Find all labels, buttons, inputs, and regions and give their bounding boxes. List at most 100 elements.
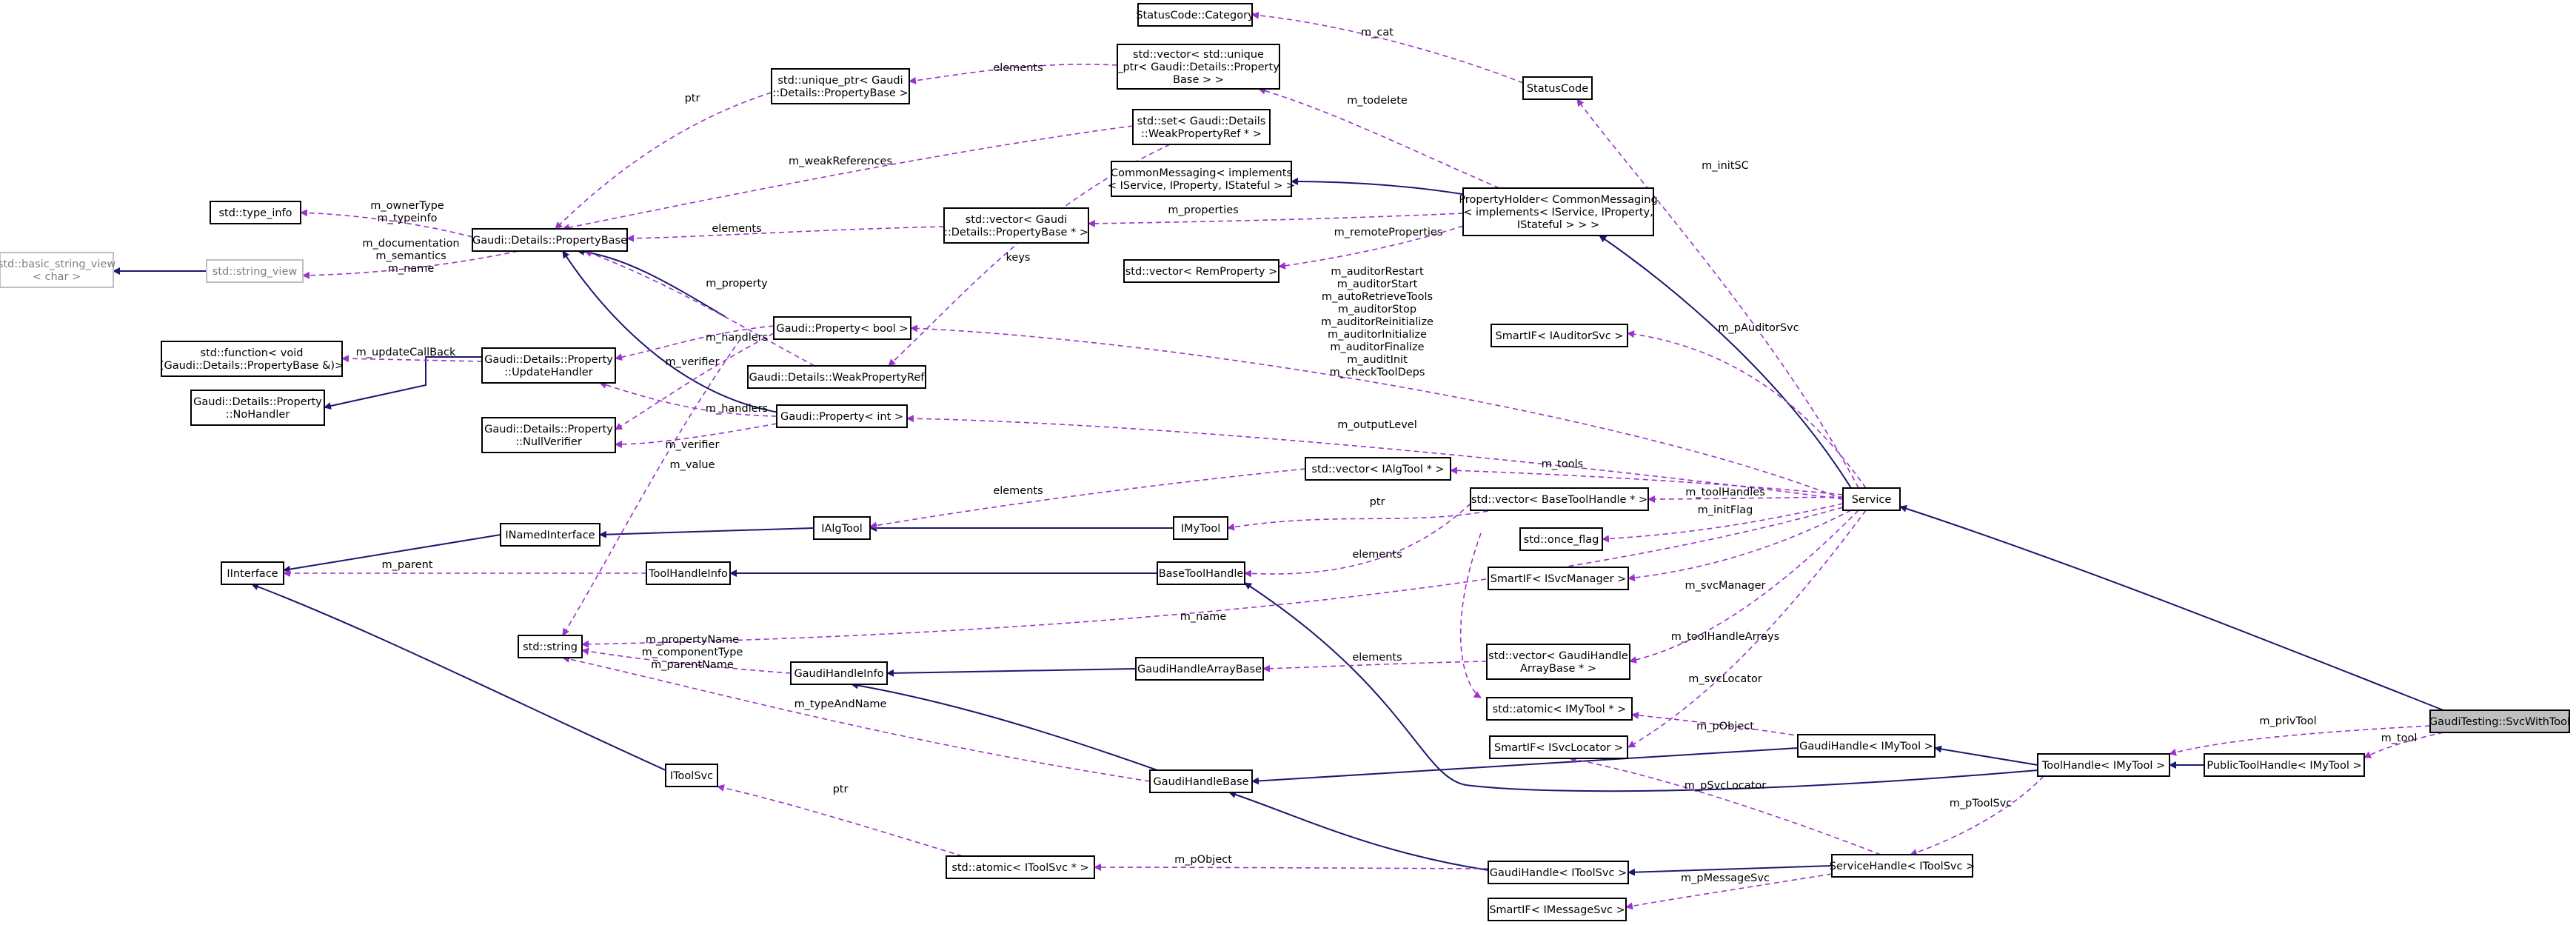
node-ialgtool[interactable]: IAlgTool [813,516,871,540]
inheritance-edge [283,534,501,573]
node-smartif-messagesvc[interactable]: SmartIF< IMessageSvc > [1488,898,1627,921]
node-once-flag[interactable]: std::once_flag [1519,527,1603,551]
node-label: Service [1852,494,1892,506]
node-box [1488,898,1627,921]
node-atomic-itoolsvc[interactable]: std::atomic< IToolSvc * > [946,855,1095,879]
node-vector-basetoolhandle[interactable]: std::vector< BaseToolHandle * > [1470,487,1649,511]
edge-label-m-propertyName: m_propertyNamem_componentTypem_parentNam… [642,634,743,671]
node-label: Gaudi::Details::Property [484,354,613,366]
node-service[interactable]: Service [1842,487,1901,511]
node-smartif-auditor[interactable]: SmartIF< IAuditorSvc > [1491,324,1628,347]
edge-label-text: m_initSC [1702,160,1749,172]
edge-label-m-remoteProperties: m_remoteProperties [1334,227,1443,238]
node-itoolsvc[interactable]: IToolSvc [665,764,718,787]
node-property-int[interactable]: Gaudi::Property< int > [776,404,908,428]
node-servicehandle[interactable]: ServiceHandle< IToolSvc > [1830,854,1975,878]
node-toolhandle-imytool[interactable]: ToolHandle< IMyTool > [2037,753,2170,777]
edge-label-m-auditor: m_auditorRestartm_auditorStartm_autoRetr… [1321,266,1433,378]
node-property-base[interactable]: Gaudi::Details::PropertyBase [472,228,628,252]
node-label: _ptr< Gaudi::Details::Property [1117,61,1279,73]
node-vector-ialgtool[interactable]: std::vector< IAlgTool * > [1305,457,1451,481]
usage-edge [302,250,519,279]
node-gaudihandlebase[interactable]: GaudiHandleBase [1149,769,1253,793]
node-box [790,661,888,685]
node-label: PropertyHolder< CommonMessaging [1459,194,1657,206]
node-label: GaudiHandleBase [1154,776,1249,788]
edge-label-text: m_handlers [706,403,768,415]
node-vector-gaudihandlearray[interactable]: std::vector< GaudiHandleArrayBase * > [1486,644,1630,680]
node-smartif-svcmanager[interactable]: SmartIF< ISvcManager > [1488,567,1629,590]
node-statuscode-category[interactable]: StatusCode::Category [1136,3,1254,27]
node-commonmessaging[interactable]: CommonMessaging< implements< IService, I… [1108,161,1295,197]
node-publictoolhandle[interactable]: PublicToolHandle< IMyTool > [2204,753,2365,777]
node-no-handler[interactable]: Gaudi::Details::Property::NoHandler [190,390,325,426]
edge-label-text: m_componentType [642,647,743,658]
edge-label-text: m_outputLevel [1337,419,1416,431]
edge-label-m-updateCallBack: m_updateCallBack [356,347,456,358]
edge-label-m-verifier-int: m_verifier [666,439,720,451]
node-box [1491,324,1628,347]
node-label: GaudiHandle< IToolSvc > [1490,867,1627,879]
node-vector-remprop[interactable]: std::vector< RemProperty > [1123,259,1279,283]
node-box [1797,734,1936,758]
node-imytool[interactable]: IMyTool [1173,516,1228,540]
node-function-void[interactable]: std::function< void(Gaudi::Details::Prop… [160,341,344,377]
node-label: std::atomic< IMyTool * > [1493,704,1627,715]
edge-label-text: m_pAuditorSvc [1718,322,1799,334]
edge-label-m-pMessageSvc: m_pMessageSvc [1681,872,1770,884]
node-vector-unique-ptr[interactable]: std::vector< std::unique_ptr< Gaudi::Det… [1117,44,1280,90]
usage-edge [1258,87,1500,189]
node-box [1462,187,1654,236]
node-label: std::string_view [213,266,298,278]
node-property-bool[interactable]: Gaudi::Property< bool > [773,316,911,340]
node-box [2429,709,2570,733]
node-label: GaudiHandleArrayBase [1137,664,1262,675]
node-set-weakref[interactable]: std::set< Gaudi::Details::WeakPropertyRe… [1132,109,1271,145]
node-gaudihandleinfo[interactable]: GaudiHandleInfo [790,661,888,685]
edge-label-m-svcManager: m_svcManager [1685,580,1765,592]
edge-label-m-initFlag: m_initFlag [1698,504,1753,516]
node-box [1486,644,1630,680]
edge-label-text: m_checkToolDeps [1330,367,1425,378]
edge-label-m-tool: m_tool [2381,732,2418,744]
node-label: PublicToolHandle< IMyTool > [2207,760,2361,772]
node-atomic-imytool[interactable]: std::atomic< IMyTool * > [1486,697,1633,721]
node-string-view[interactable]: std::string_view [206,259,304,283]
node-basic-string-view[interactable]: std::basic_string_view< char > [0,252,116,288]
node-inamedinterface[interactable]: INamedInterface [500,523,600,547]
node-null-verifier[interactable]: Gaudi::Details::Property::NullVerifier [481,417,616,453]
node-box [2037,753,2170,777]
usage-edge [1450,467,1844,495]
node-label: Gaudi::Details::Property [193,396,322,408]
node-update-handler[interactable]: Gaudi::Details::Property::UpdateHandler [481,347,616,384]
edge-label-text: m_toolHandleArrays [1671,631,1780,643]
node-label: IToolSvc [670,770,713,782]
edge-label-text: m_tools [1542,458,1583,470]
node-propertyholder[interactable]: PropertyHolder< CommonMessaging< impleme… [1459,187,1658,236]
node-gaudihandle-imytool[interactable]: GaudiHandle< IMyTool > [1797,734,1936,758]
usage-edge [615,333,775,430]
node-std-string[interactable]: std::string [518,635,583,658]
edge-label-m-handlers-bool: m_handlers [706,332,768,344]
node-type-info[interactable]: std::type_info [210,201,301,224]
node-gaudihandlearraybase[interactable]: GaudiHandleArrayBase [1135,657,1264,681]
node-toolhandleinfo[interactable]: ToolHandleInfo [646,561,731,585]
node-label: std::vector< std::unique [1133,49,1264,61]
edge-label-text: m_typeinfo [378,213,438,224]
edge-label-m-name: m_name [1180,611,1227,623]
node-gaudihandle-itoolsvc[interactable]: GaudiHandle< IToolSvc > [1488,861,1629,884]
node-iinterface[interactable]: IInterface [221,561,284,585]
node-svcwithtool[interactable]: GaudiTesting::SvcWithTool [2429,709,2570,733]
node-vector-propbase[interactable]: std::vector< Gaudi::Details::PropertyBas… [943,207,1089,244]
node-basetoolhandle[interactable]: BaseToolHandle [1157,561,1245,585]
usage-edge [341,355,483,363]
inheritance-edge [1291,178,1468,196]
usage-edge [909,64,1118,84]
node-statuscode[interactable]: StatusCode [1522,76,1593,100]
node-label: std::vector< IAlgTool * > [1311,464,1444,475]
edge-label-text: m_svcLocator [1688,673,1762,685]
node-weak-property-ref[interactable]: Gaudi::Details::WeakPropertyRef [747,365,926,389]
node-smartif-svclocator[interactable]: SmartIF< ISvcLocator > [1489,735,1628,759]
node-unique-ptr[interactable]: std::unique_ptr< Gaudi::Details::Propert… [771,68,910,104]
